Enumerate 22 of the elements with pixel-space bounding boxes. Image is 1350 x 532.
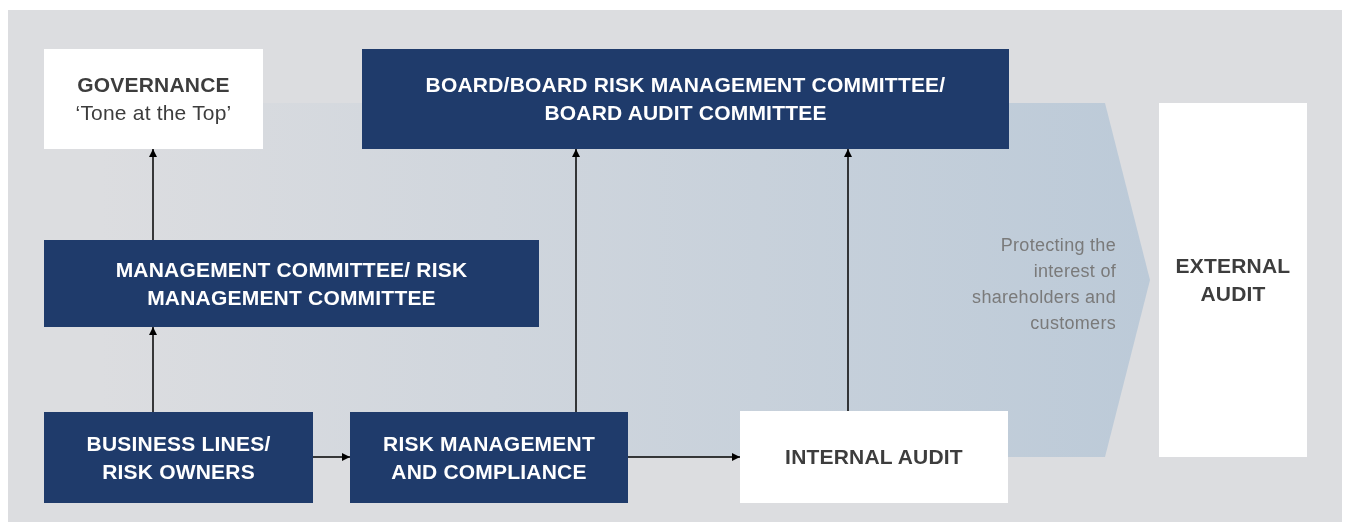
process-box [1159, 103, 1307, 457]
box-text: BOARD/BOARD RISK MANAGEMENT COMMITTEE/ BOARD AUDIT COMMITTEE [424, 72, 947, 126]
arrow [627, 453, 741, 461]
box-text: MANAGEMENT COMMITTEE/ RISK MANAGEMENT COMMITTEE [114, 256, 469, 311]
arrow [572, 148, 580, 413]
arrow [149, 326, 157, 413]
box-heading: GOVERNANCE [77, 72, 230, 98]
process-box [362, 49, 1009, 149]
process-box [740, 411, 1008, 503]
arrow [312, 453, 351, 461]
process-box [44, 412, 313, 503]
arrow [844, 148, 852, 412]
box-text: BUSINESS LINES/ RISK OWNERS [85, 430, 272, 485]
process-box [44, 49, 263, 149]
process-box [350, 412, 628, 503]
box-text: RISK MANAGEMENT AND COMPLIANCE [382, 430, 596, 485]
note-text: Protecting the interest of shareholders and customers [971, 234, 1116, 335]
arrow [149, 148, 157, 241]
box-text: ‘Tone at the Top’ [75, 100, 232, 126]
box-text: INTERNAL AUDIT [785, 444, 963, 470]
process-box [44, 240, 539, 327]
box-text: EXTERNAL AUDIT [1174, 253, 1292, 307]
